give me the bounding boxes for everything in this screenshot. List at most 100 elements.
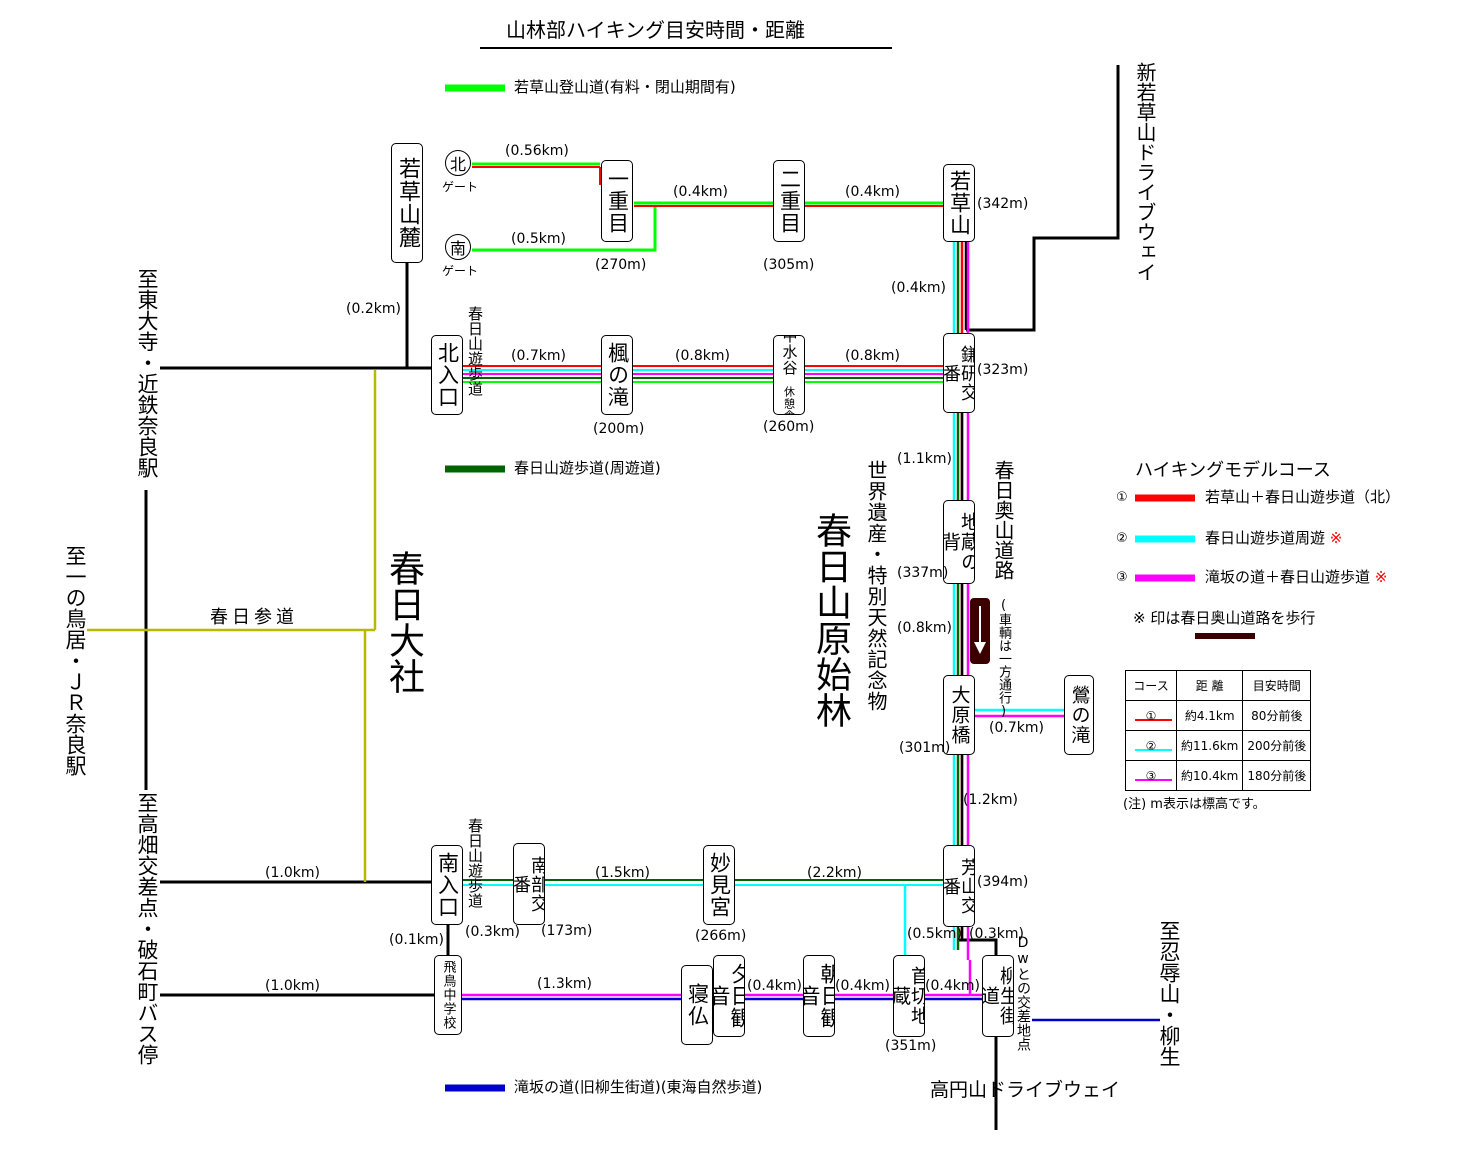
- dist-nanbu-myoken: (1.5km): [595, 865, 650, 881]
- node-nanbu[interactable]: 南部交番: [513, 843, 545, 925]
- table-row: ③ 約10.4km 180分前後: [1125, 760, 1312, 791]
- dist-ni-wakakusa: (0.4km): [845, 184, 900, 200]
- dw-crossing-label: Dwとの交差地点: [1015, 935, 1031, 1051]
- course-1-num: ①: [1116, 490, 1128, 505]
- north-gate-marker[interactable]: 北: [445, 150, 471, 176]
- dist-minami-tobihi: (0.1km): [389, 932, 444, 948]
- elev-nakamizuya: (260m): [763, 419, 815, 435]
- node-wakakusa-fumoto[interactable]: 若草山麓: [391, 143, 423, 263]
- node-ichijume[interactable]: 一重目: [601, 160, 633, 242]
- dist-kita-kaede: (0.7km): [511, 348, 566, 364]
- south-gate-marker[interactable]: 南: [445, 234, 471, 260]
- table-footnote: (注) m表示は標高です。: [1123, 797, 1266, 812]
- dist-naka-kama: (0.8km): [845, 348, 900, 364]
- course-3-text: 滝坂の道＋春日山遊歩道: [1205, 568, 1371, 586]
- node-kitairiguchi[interactable]: 北入口: [431, 335, 463, 415]
- table-cell-distance: 約4.1km: [1175, 700, 1244, 731]
- dist-road-tobihi: (1.0km): [265, 978, 320, 994]
- kyukeisha-label: 休憩舎: [782, 386, 796, 415]
- course-table: コース 距 離 目安時間 ① 約4.1km 80分前後 ② 約11.6km 20…: [1125, 670, 1312, 791]
- to-todaiji-label: 至東大寺・近鉄奈良駅: [135, 268, 159, 478]
- to-torii-label: 至一の鳥居・ＪＲ奈良駅: [63, 545, 87, 776]
- shin-wakakusa-label: 新若草山ドライブウェイ: [1133, 62, 1157, 282]
- kasuga-taisha-label: 春日大社: [383, 550, 424, 694]
- legend-takisaka-text: 滝坂の道(旧柳生街道)(東海自然歩道): [514, 1078, 763, 1096]
- table-cell-course: ②: [1125, 730, 1177, 761]
- node-kubikiri[interactable]: 首切地蔵: [893, 955, 925, 1037]
- node-kaede[interactable]: 楓の滝: [601, 335, 633, 415]
- table-cell-time: 80分前後: [1242, 700, 1312, 731]
- dist-kubi-yagyu: (0.4km): [925, 978, 980, 994]
- node-yuhi[interactable]: 夕日観音: [713, 955, 745, 1037]
- dist-kaede-naka: (0.8km): [675, 348, 730, 364]
- dist-tobihi-yuhi: (1.3km): [537, 976, 592, 992]
- okuyama-note-legend: ※ 印は春日奥山道路を歩行: [1133, 609, 1316, 627]
- elev-jizonose: (337m): [897, 565, 949, 581]
- model-course-title: ハイキングモデルコース: [1135, 460, 1331, 481]
- table-row: ② 約11.6km 200分前後: [1125, 730, 1312, 761]
- table-row: ① 約4.1km 80分前後: [1125, 700, 1312, 731]
- node-nakamizuya[interactable]: 中水谷 休憩舎: [773, 335, 805, 415]
- table-cell-course: ③: [1125, 760, 1177, 791]
- elev-nanbu: (173m): [541, 923, 593, 939]
- okuyama-label: 春日奥山道路: [991, 460, 1015, 580]
- dist-jizo-ohara: (0.8km): [897, 620, 952, 636]
- genshirin-label: 春日山原始林: [810, 512, 851, 728]
- dist-south-gate-ichi: (0.5km): [511, 231, 566, 247]
- trail-label-south: 春日山遊歩道: [466, 818, 484, 908]
- table-header-distance: 距 離: [1175, 670, 1244, 701]
- dist-road-minami: (1.0km): [265, 865, 320, 881]
- course-2-num: ②: [1116, 531, 1128, 546]
- node-yoshiyama[interactable]: 芳山交番: [943, 845, 975, 927]
- dist-north-gate-ichi: (0.56km): [505, 143, 569, 159]
- page-title: 山林部ハイキング目安時間・距離: [506, 18, 805, 42]
- dist-ohara-yoshi: (1.2km): [963, 792, 1018, 808]
- road-kouenzan: [958, 938, 998, 1130]
- nakamizuya-label: 中水谷: [780, 335, 799, 376]
- kouenzan-label: 高円山ドライブウェイ: [930, 1079, 1121, 1101]
- course-2-text: 春日山遊歩道周遊: [1205, 529, 1326, 547]
- dist-ichi-ni: (0.4km): [673, 184, 728, 200]
- okuyama-note: (車輌は一方通行): [996, 598, 1011, 719]
- elev-kamatogi: (323m): [977, 362, 1029, 378]
- table-header-time: 目安時間: [1242, 670, 1312, 701]
- trail-label-north: 春日山遊歩道: [466, 306, 484, 396]
- elev-yoshiyama: (394m): [977, 874, 1029, 890]
- node-jizonose[interactable]: 地蔵の背: [943, 500, 975, 584]
- dist-yoshi-yagyu: (0.3km): [969, 926, 1024, 942]
- table-cell-time: 200分前後: [1242, 730, 1312, 761]
- trail-south-gate: [472, 205, 657, 252]
- node-uguisu[interactable]: 鶯の滝: [1064, 675, 1094, 755]
- node-wakakusayama[interactable]: 若草山: [943, 164, 975, 242]
- elev-kaede: (200m): [593, 421, 645, 437]
- course-3-mark: ※: [1374, 568, 1388, 586]
- table-cell-course: ①: [1125, 700, 1177, 731]
- elev-kubikiri: (351m): [885, 1038, 937, 1054]
- node-asahi[interactable]: 朝日観音: [803, 955, 835, 1037]
- table-cell-time: 180分前後: [1242, 760, 1312, 791]
- node-yagyu[interactable]: 柳生街道: [982, 955, 1014, 1037]
- south-gate-label: ゲート: [442, 264, 479, 278]
- node-nebotoke[interactable]: 寝仏: [681, 965, 713, 1045]
- node-ohara[interactable]: 大原橋: [943, 675, 975, 755]
- node-tobihino[interactable]: 飛鳥中学校: [434, 955, 462, 1035]
- sando-label: 春日参道: [210, 607, 298, 628]
- node-kamatogi[interactable]: 鎌研交番: [943, 333, 975, 413]
- dist-fumoto-kita: (0.2km): [346, 301, 401, 317]
- elev-ohara: (301m): [899, 740, 951, 756]
- course-1-label: 若草山＋春日山遊歩道（北）: [1205, 488, 1401, 506]
- node-myoken[interactable]: 妙見宮: [703, 845, 735, 925]
- dist-wakakusa-kamatogi: (0.4km): [891, 280, 946, 296]
- node-nijume[interactable]: 二重目: [773, 160, 805, 242]
- to-ninniku-label: 至忍辱山・柳生: [1157, 920, 1181, 1067]
- elev-ichijume: (270m): [595, 257, 647, 273]
- elev-nijume: (305m): [763, 257, 815, 273]
- node-minamiiriguchi[interactable]: 南入口: [431, 845, 463, 925]
- to-takabatake-label: 至高畑交差点・破石町バス停: [135, 792, 159, 1065]
- north-gate-label: ゲート: [442, 180, 479, 194]
- course-3-num: ③: [1116, 570, 1128, 585]
- dist-kama-jizo: (1.1km): [897, 451, 952, 467]
- world-heritage-label: 世界遺産・特別天然記念物: [864, 460, 888, 712]
- dist-yuhi-asahi: (0.4km): [747, 978, 802, 994]
- dist-yoshi-kubi: (0.5km): [907, 926, 962, 942]
